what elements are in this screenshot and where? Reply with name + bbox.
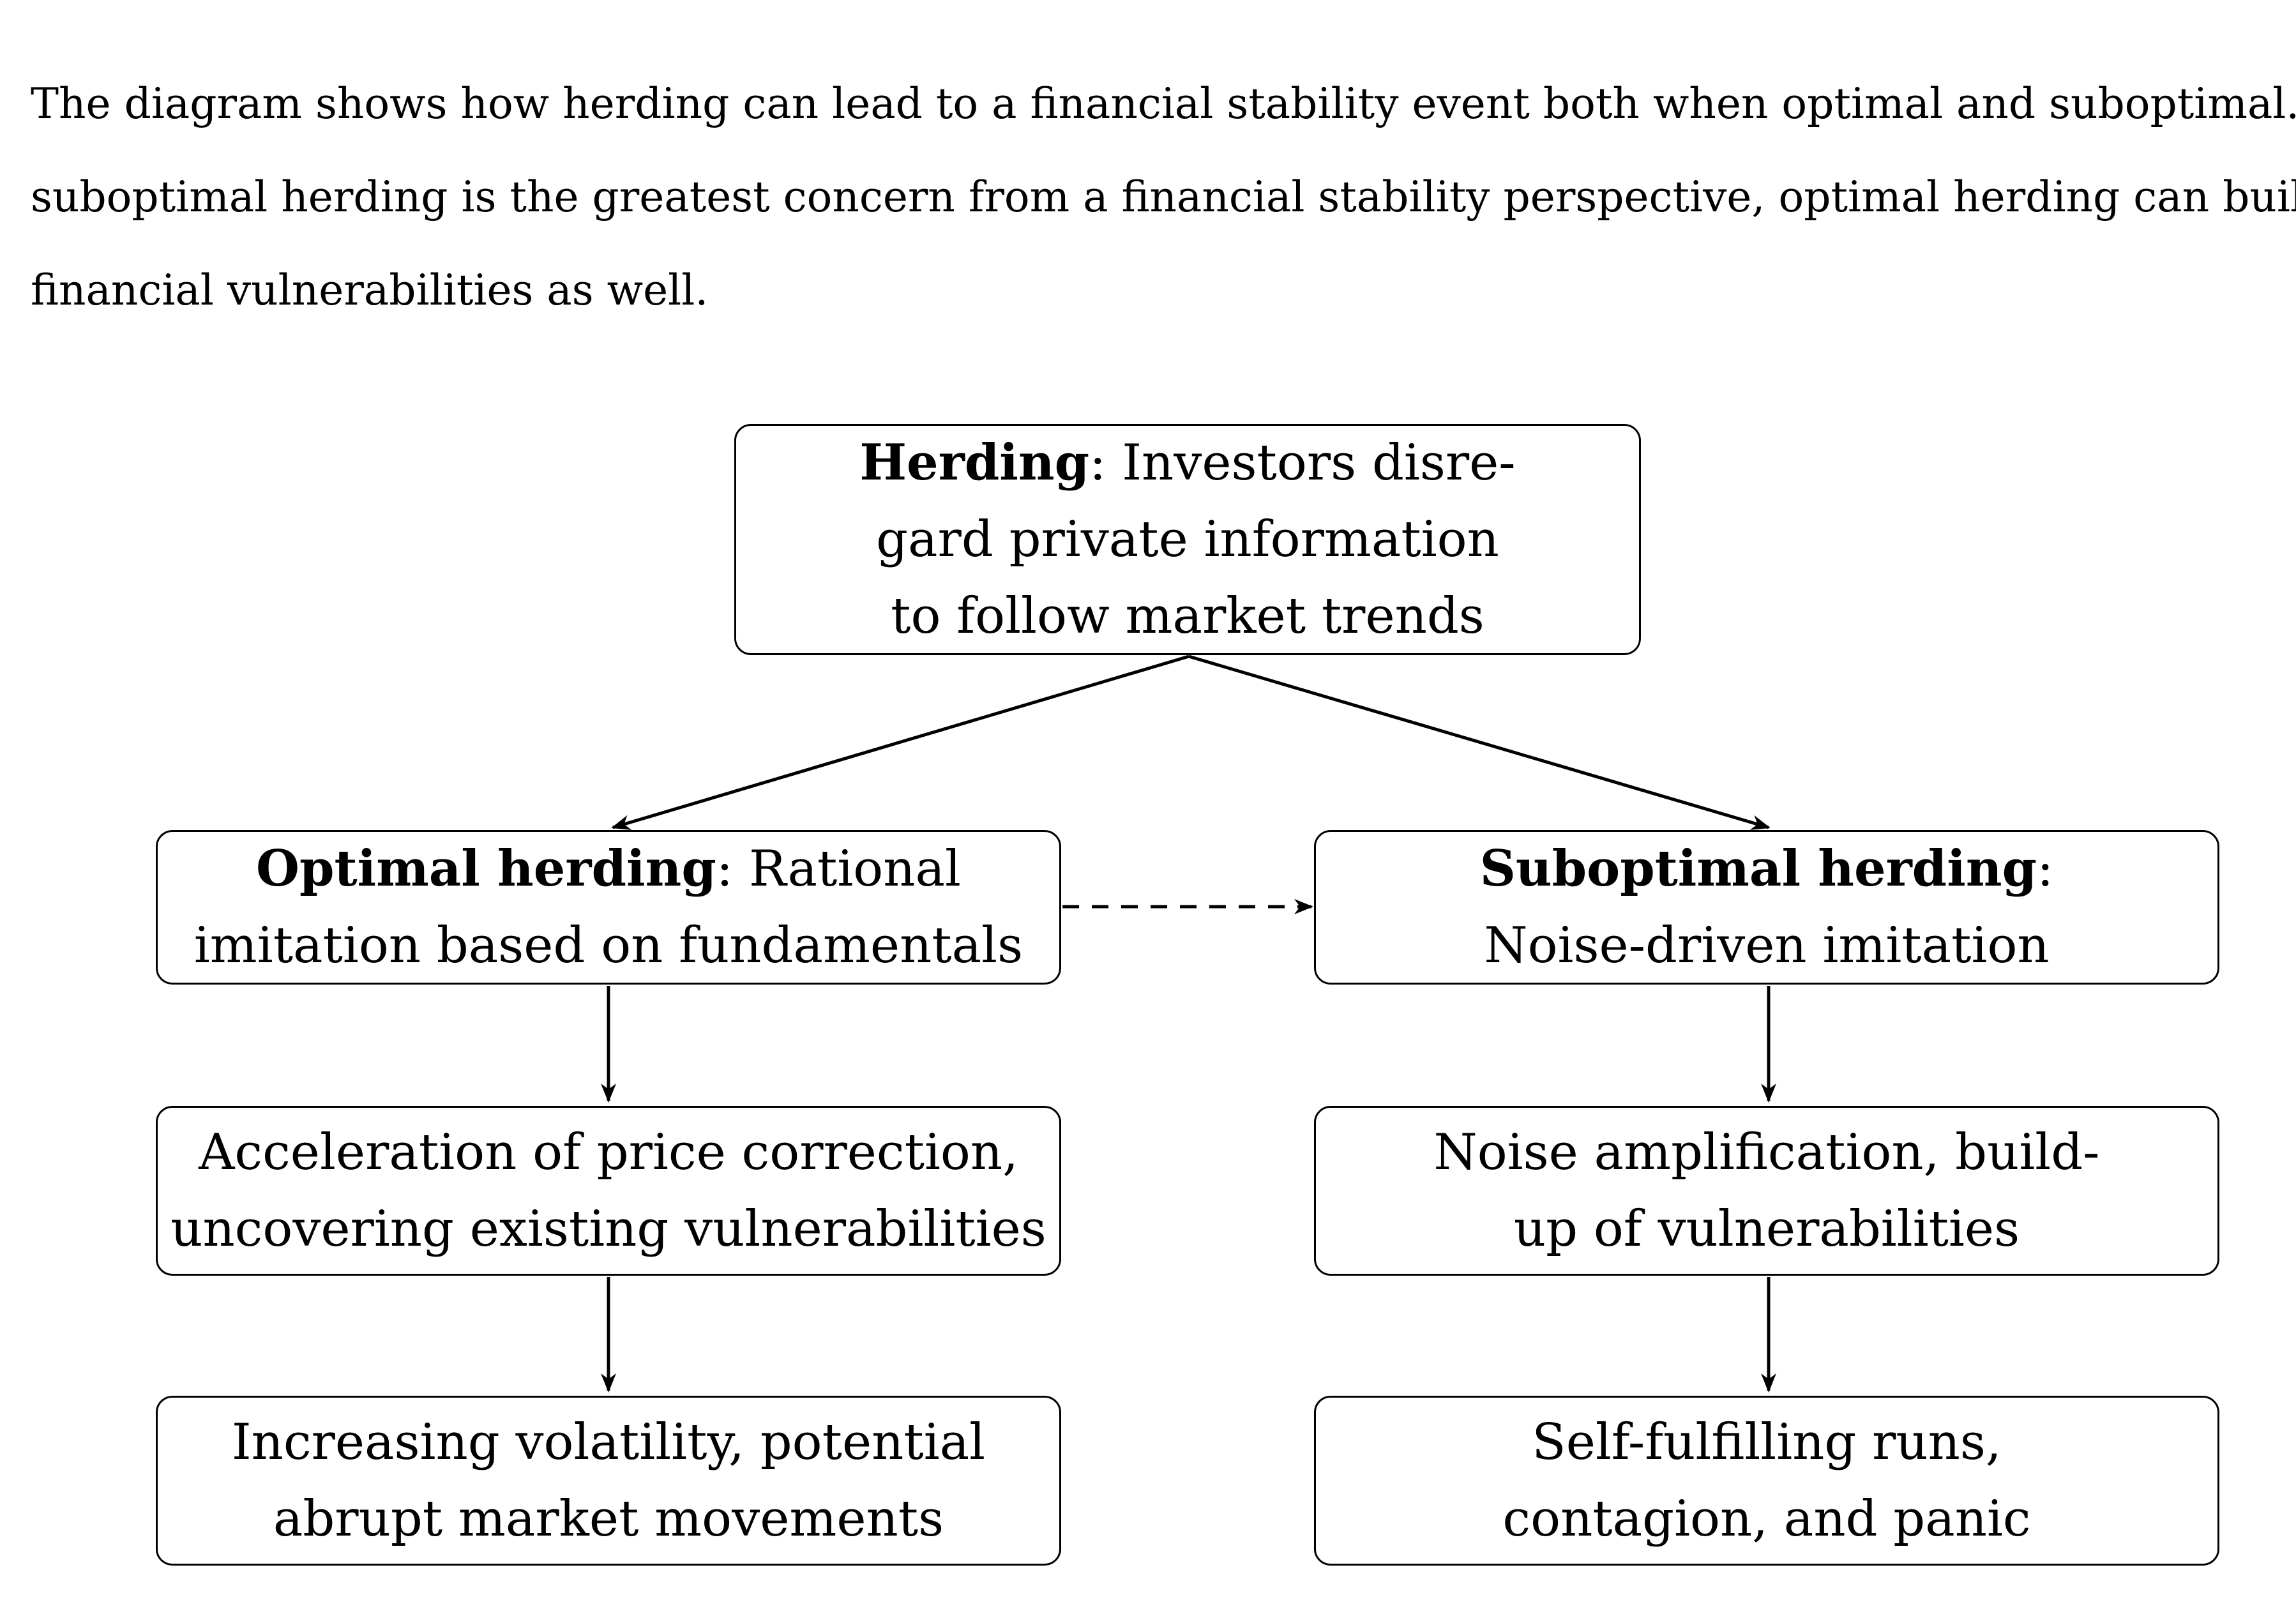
node-optimal-herding: Optimal herding: Rational imitation base… [156, 830, 1061, 985]
node-optimal-herding-line: : Rational [716, 840, 961, 898]
node-optimal-herding-line: imitation based on fundamentals [193, 917, 1023, 974]
node-herding-line: : Investors disre- [1089, 434, 1516, 492]
node-suboptimal-herding-line: : [2037, 840, 2054, 898]
node-suboptimal-herding: Suboptimal herding: Noise-driven imitati… [1314, 830, 2219, 985]
node-herding-line: to follow market trends [891, 587, 1484, 645]
node-optimal-herding-term: Optimal herding [256, 840, 716, 898]
node-herding-line: gard private information [876, 511, 1499, 568]
node-volatility: Increasing volatility, potential abrupt … [156, 1396, 1061, 1566]
node-suboptimal-herding-term: Suboptimal herding [1479, 840, 2037, 898]
node-acceleration: Acceleration of price correction, uncove… [156, 1106, 1061, 1276]
node-noise-amplification-line: up of vulnerabilities [1513, 1200, 2020, 1258]
node-herding-term: Herding [859, 434, 1090, 492]
intro-line: suboptimal herding is the greatest conce… [31, 172, 2296, 222]
node-acceleration-line: uncovering existing vulnerabilities [170, 1200, 1046, 1258]
node-suboptimal-herding-line: Noise-driven imitation [1484, 917, 2050, 974]
intro-line: financial vulnerabilities as well. [31, 266, 709, 315]
node-noise-amplification: Noise amplification, build- up of vulner… [1314, 1106, 2219, 1276]
node-self-fulfilling-runs: Self-fulfilling runs, contagion, and pan… [1314, 1396, 2219, 1566]
node-acceleration-line: Acceleration of price correction, [199, 1124, 1018, 1181]
node-herding: Herding: Investors disre- gard private i… [734, 424, 1641, 655]
intro-paragraph: The diagram shows how herding can lead t… [31, 57, 2296, 337]
intro-line: The diagram shows how herding can lead t… [31, 79, 2296, 128]
node-self-fulfilling-runs-line: contagion, and panic [1502, 1490, 2031, 1548]
node-volatility-line: abrupt market movements [273, 1490, 944, 1548]
edge-herding-to-optimal [611, 654, 1190, 830]
node-volatility-line: Increasing volatility, potential [231, 1414, 986, 1471]
node-noise-amplification-line: Noise amplification, build- [1433, 1124, 2100, 1181]
node-self-fulfilling-runs-line: Self-fulfilling runs, [1532, 1414, 2002, 1471]
edge-herding-to-suboptimal [1188, 654, 1771, 830]
